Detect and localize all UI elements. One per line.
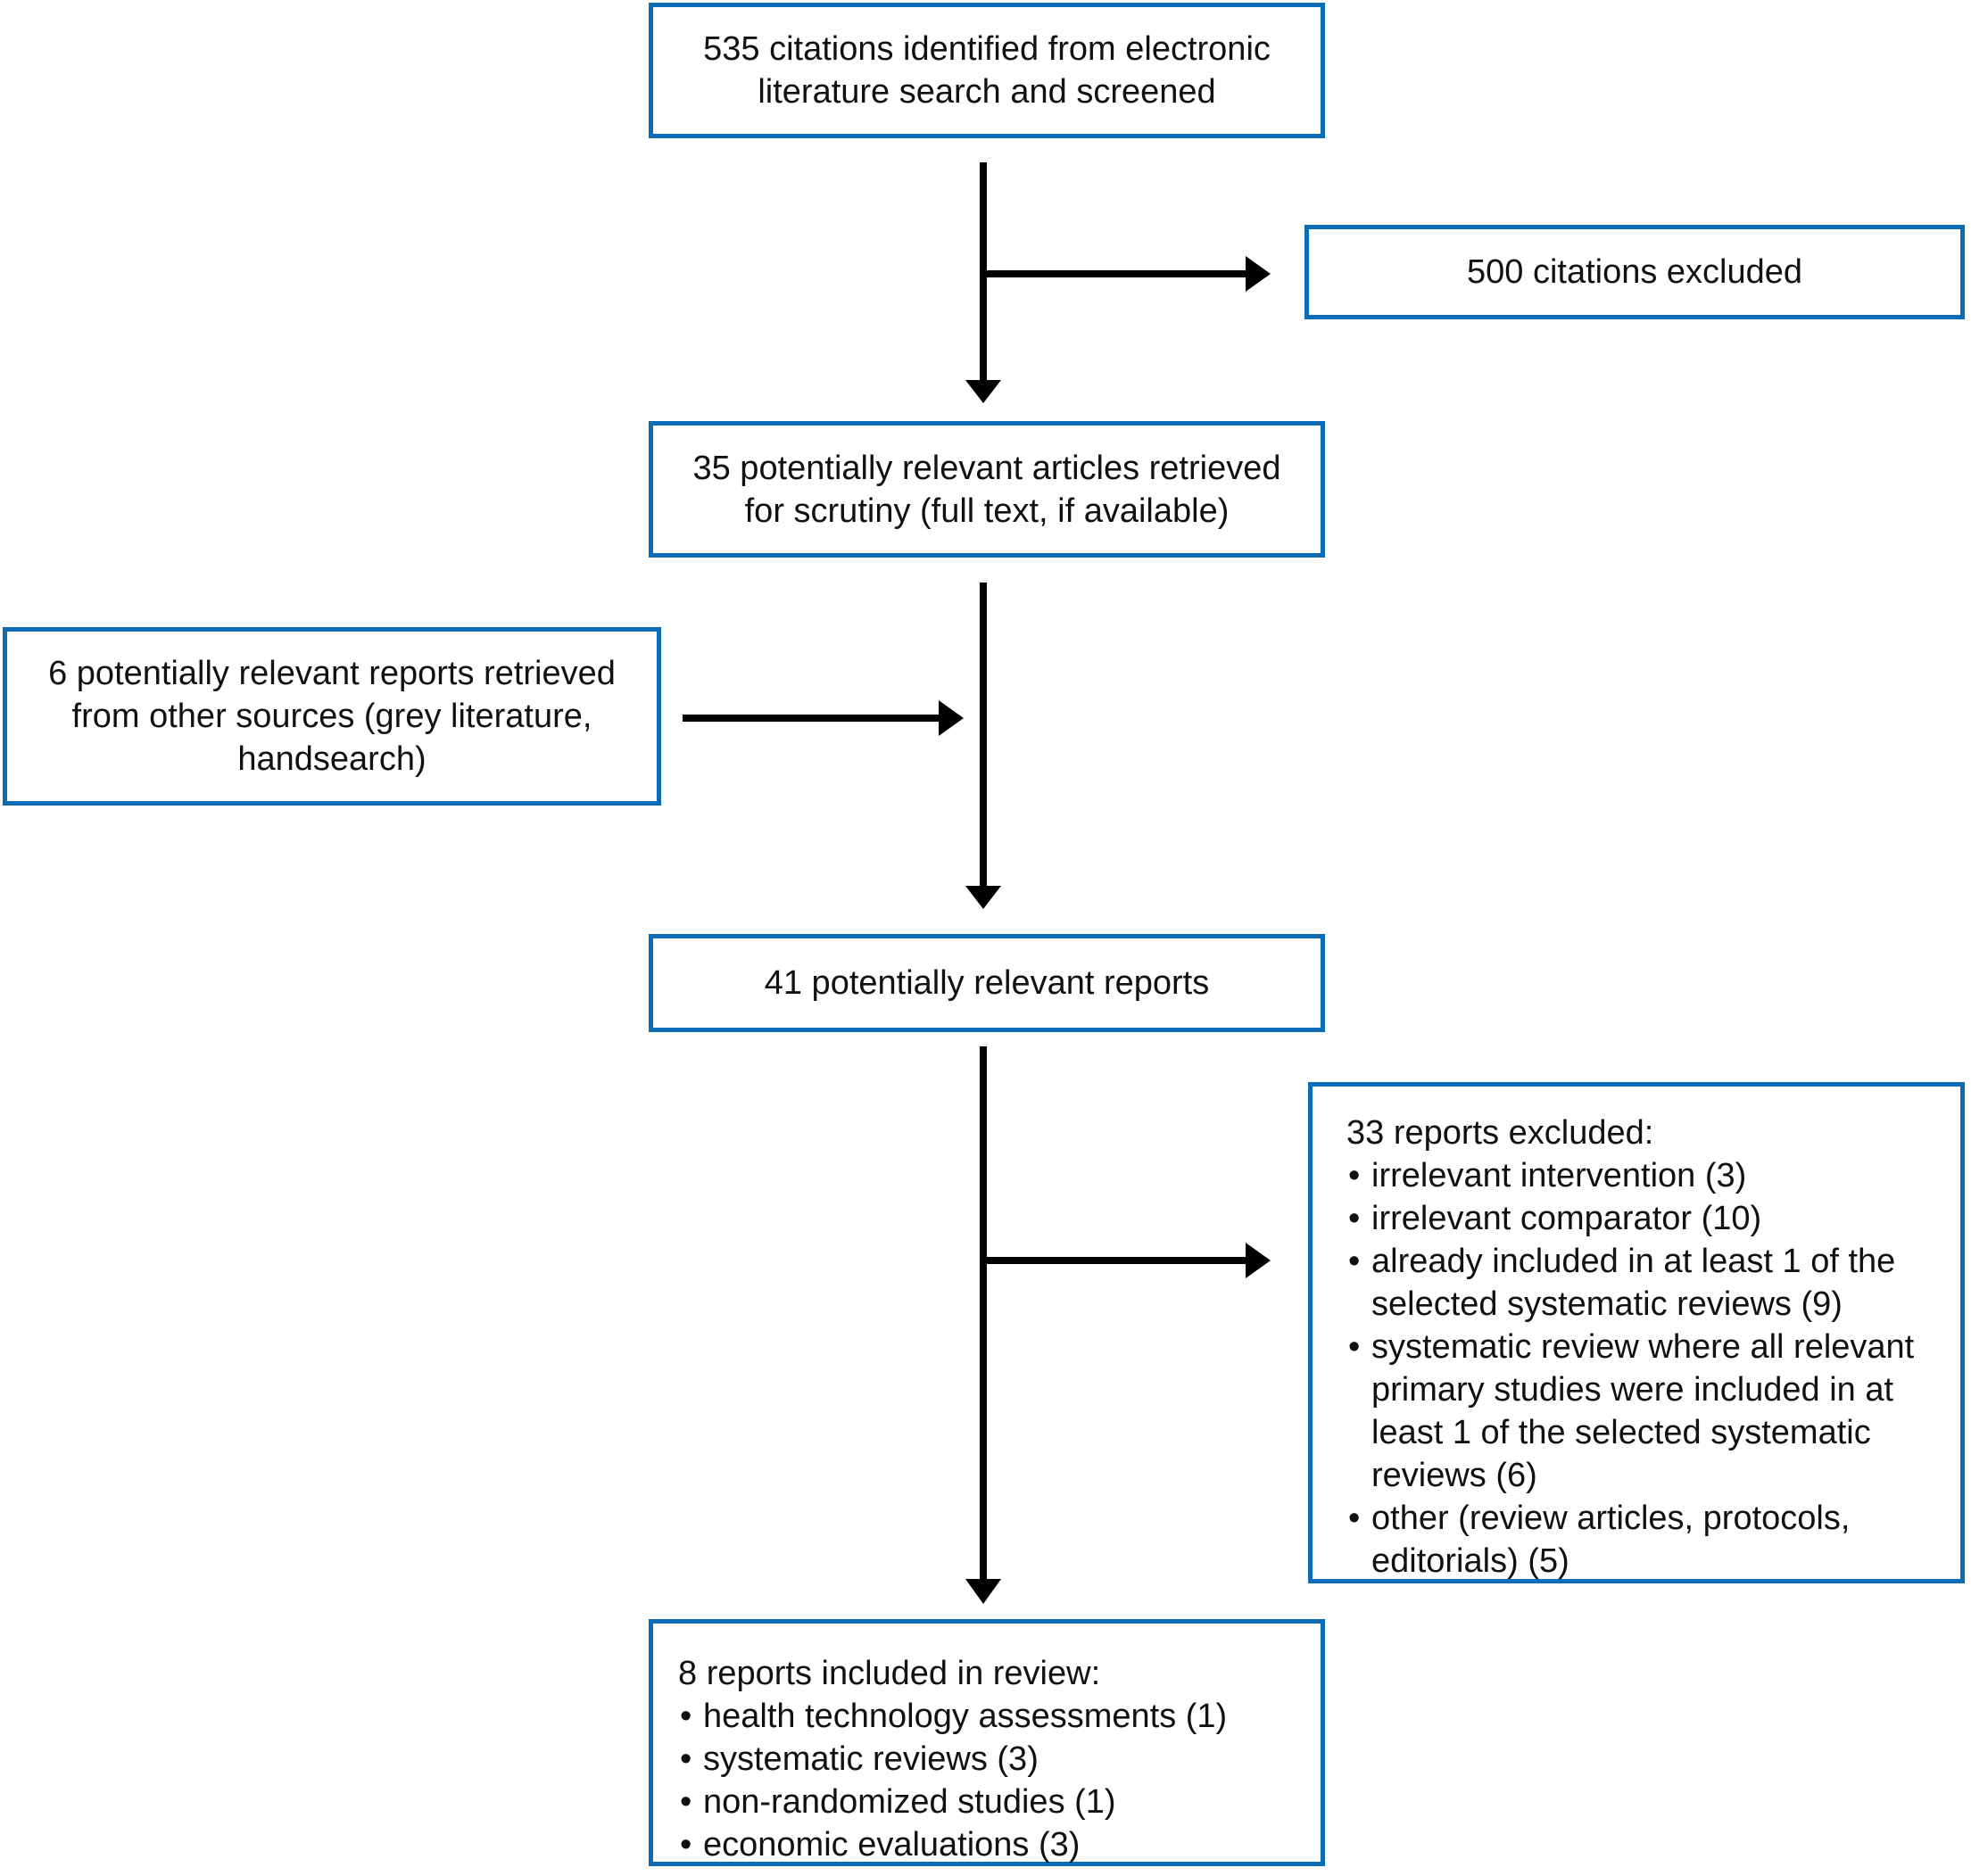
included-type-item: health technology assessments (1): [678, 1695, 1299, 1738]
box-relevant-reports-text: 41 potentially relevant reports: [764, 964, 1210, 1002]
box-reports-excluded: 33 reports excluded: irrelevant interven…: [1308, 1082, 1965, 1583]
box-citations-excluded-text: 500 citations excluded: [1466, 253, 1803, 291]
excluded-reasons-list: irrelevant intervention (3)irrelevant co…: [1346, 1154, 1937, 1583]
box-other-sources-text: 6 potentially relevant reports retrieved…: [48, 655, 616, 778]
arrow-relevant-to-included: [965, 1046, 1271, 1604]
arrow-head-down-icon: [965, 1579, 1001, 1604]
included-type-item: economic evaluations (3): [678, 1823, 1299, 1866]
excluded-reason-item: systematic review where all relevant pri…: [1346, 1326, 1937, 1497]
box-reports-included-title: 8 reports included in review:: [678, 1655, 1101, 1692]
included-types-list: health technology assessments (1)systema…: [678, 1695, 1299, 1866]
box-articles-retrieved-text: 35 potentially relevant articles retriev…: [692, 449, 1281, 530]
excluded-reason-item: irrelevant comparator (10): [1346, 1197, 1937, 1240]
arrow-retrieved-to-relevant: [683, 583, 1001, 909]
box-citations-excluded: 500 citations excluded: [1304, 225, 1965, 319]
box-reports-included: 8 reports included in review: health tec…: [649, 1619, 1325, 1866]
arrow-head-right-icon: [1246, 256, 1271, 292]
arrow-screened-to-retrieved: [965, 162, 1271, 403]
excluded-reason-item: already included in at least 1 of the se…: [1346, 1240, 1937, 1326]
arrow-head-right-icon: [1246, 1243, 1271, 1278]
excluded-reason-item: other (review articles, protocols, edito…: [1346, 1497, 1937, 1583]
included-type-item: systematic reviews (3): [678, 1738, 1299, 1781]
arrow-head-right-icon: [939, 700, 964, 736]
box-relevant-reports: 41 potentially relevant reports: [649, 934, 1325, 1032]
excluded-reason-item: irrelevant intervention (3): [1346, 1154, 1937, 1197]
arrow-head-down-icon: [965, 380, 1001, 403]
included-type-item: non-randomized studies (1): [678, 1781, 1299, 1823]
box-citations-screened: 535 citations identified from electronic…: [649, 3, 1325, 138]
box-reports-excluded-title: 33 reports excluded:: [1346, 1114, 1654, 1152]
arrow-head-down-icon: [965, 886, 1001, 909]
box-articles-retrieved: 35 potentially relevant articles retriev…: [649, 421, 1325, 558]
box-other-sources: 6 potentially relevant reports retrieved…: [3, 627, 661, 806]
box-citations-screened-text: 535 citations identified from electronic…: [703, 30, 1271, 111]
